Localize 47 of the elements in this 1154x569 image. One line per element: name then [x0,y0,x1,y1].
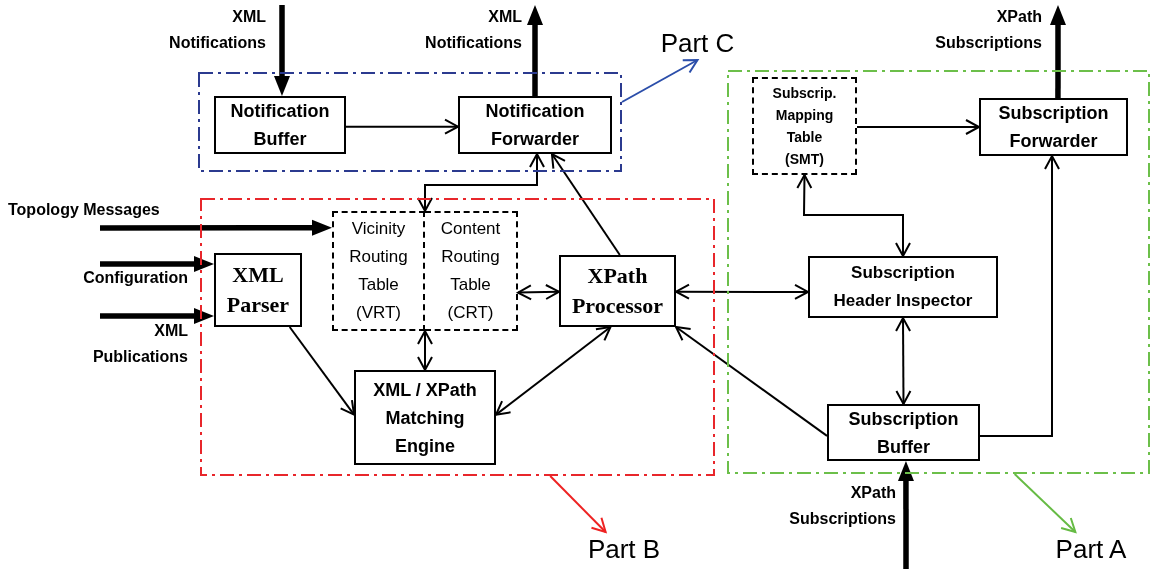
arrow [515,284,562,301]
process-box: Notification Forwarder [458,96,612,154]
arrow [288,326,356,417]
dash-dot-region [727,70,1150,474]
process-box: XML Parser [214,253,302,327]
arrow [274,5,290,96]
arrow [674,325,828,437]
edge-label: Configuration [82,268,188,288]
arrow [417,151,545,214]
part-label: Part B [578,532,670,566]
edge-label: XML Notifications [424,7,522,53]
process-box: Notification Buffer [214,96,346,154]
process-box: XML / XPath Matching Engine [354,370,496,465]
edge-label: XPath Subscriptions [788,483,896,529]
arrow [345,118,461,135]
arrow [100,256,214,273]
arrow [494,325,613,416]
edge-label: XML Notifications [168,7,266,53]
edge-label: XML Publications [91,321,188,367]
arrow [979,153,1060,437]
routing-table: Content Routing Table (CRT) [425,211,518,331]
arrow [100,307,214,324]
arrow [549,475,608,534]
arrow [856,119,982,135]
process-box: Subscription Forwarder [979,98,1128,156]
arrow [550,152,621,256]
arrow [673,283,811,300]
arrow [1013,473,1077,534]
arrow [527,5,543,96]
arrow [417,328,433,373]
part-label: Part C [650,26,745,60]
dash-dot-region [198,72,622,172]
edge-label: XPath Subscriptions [934,7,1042,53]
arrow [897,461,914,569]
arrow [1050,5,1066,98]
process-box: Subscription Header Inspector [808,256,998,318]
arrow [621,58,700,103]
routing-table: Vicinity Routing Table (VRT) [332,211,425,331]
edge-label: Topology Messages [8,200,161,220]
part-label: Part A [1045,532,1137,566]
process-box: XPath Processor [559,255,676,327]
arrow [100,219,332,236]
arrow [895,315,912,407]
process-box: Subscription Buffer [827,404,980,461]
dash-dot-region [200,198,715,476]
arrow [796,172,911,259]
mapping-table: Subscrip. Mapping Table (SMT) [752,77,857,175]
